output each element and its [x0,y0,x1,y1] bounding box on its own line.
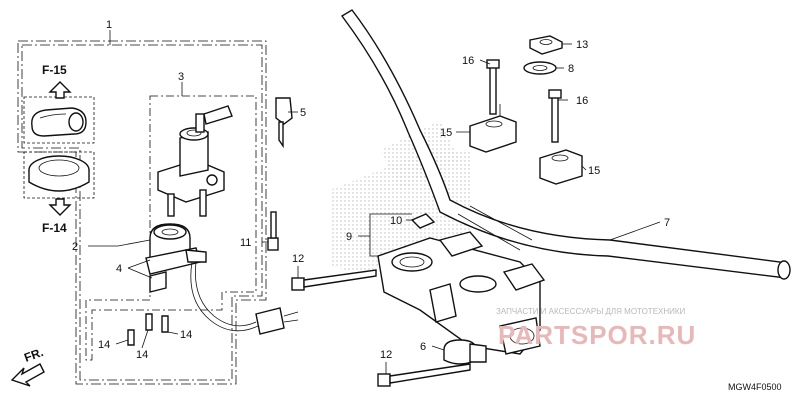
screw-part [127,313,169,346]
bushing-part [410,213,436,229]
top-bridge-part [377,231,546,355]
front-direction-icon: FR. [10,345,45,387]
ref-f14: F-14 [42,221,67,235]
handlebar-part [340,9,791,280]
callout-16b: 16 [576,95,588,107]
bolt-part [267,211,279,251]
washer-part [523,61,557,75]
callout-5: 5 [300,107,306,119]
callout-8: 8 [568,63,574,75]
assembly-group-frame-inner [17,40,267,385]
callout-4: 4 [116,263,122,275]
clamp-part [443,339,487,365]
callout-14c: 14 [180,329,192,341]
callout-1: 1 [106,19,112,31]
lock-cylinder-part [145,223,299,335]
f14-detail-box [23,151,95,199]
down-arrow-icon [48,198,72,216]
holder-bolt-part [489,65,497,115]
callout-16a: 16 [462,55,474,67]
ref-f15: F-15 [42,63,67,77]
callout-11: 11 [240,237,251,249]
bridge-bolt-part [291,269,471,387]
callout-12a: 12 [292,253,304,265]
key-part [275,97,293,149]
callout-15a: 15 [440,127,452,139]
callout-2: 2 [72,241,78,253]
nut-part [529,35,563,55]
watermark-logo: PARTSPOR.RU [498,320,696,350]
upper-holder-part [469,115,583,185]
callout-12b: 12 [380,349,392,361]
callout-9: 9 [346,231,352,243]
up-arrow-icon [48,81,72,99]
switch-group-frame [85,95,257,361]
callout-6: 6 [420,341,426,353]
callout-leaders [88,30,661,374]
callout-7: 7 [664,217,670,229]
callout-10: 10 [390,215,402,227]
diagram-code: MGW4F0500 [728,382,782,392]
callout-14b: 14 [136,349,148,361]
watermark-tagline: ЗАПЧАСТИ И АКСЕССУАРЫ ДЛЯ МОТОТЕХНИКИ [496,307,686,316]
callout-15b: 15 [588,165,600,177]
callout-13: 13 [576,39,588,51]
front-label: FR. [22,345,45,365]
assembly-group-frame [21,44,263,381]
callout-14a: 14 [98,339,110,351]
callout-3: 3 [178,71,184,83]
ignition-switch-part [157,105,233,217]
